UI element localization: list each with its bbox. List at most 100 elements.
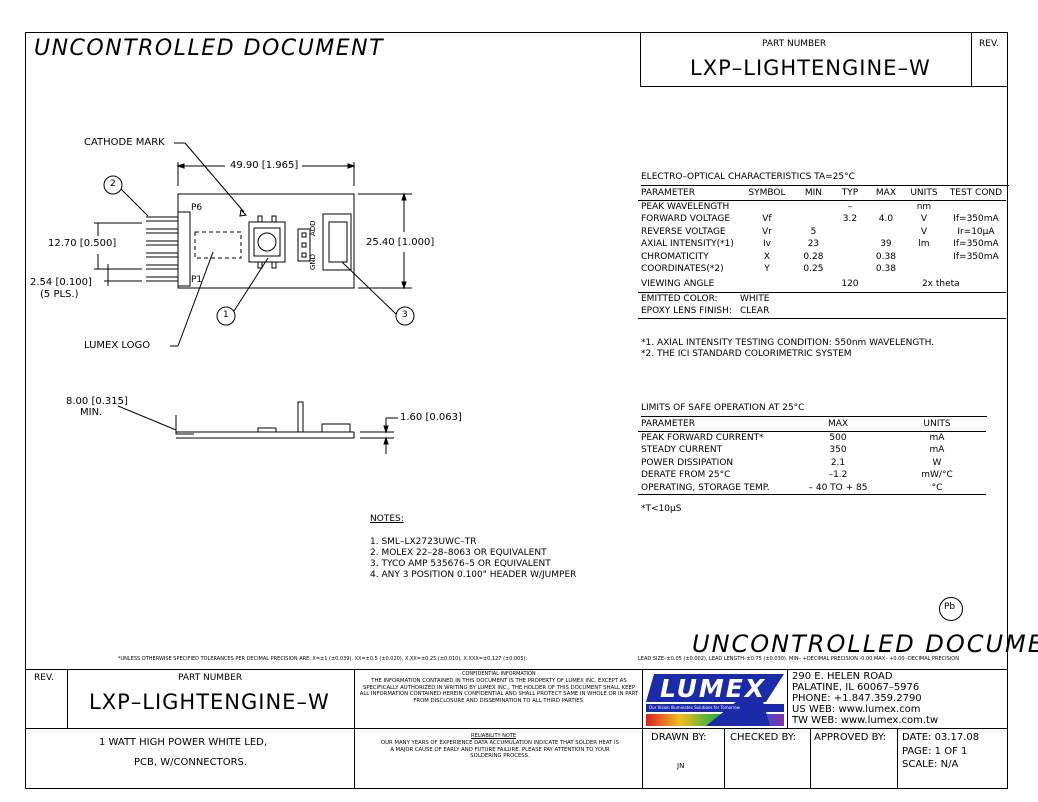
table-cell: 2.1 (830, 457, 846, 468)
limits-title: LIMITS OF SAFE OPERATION AT 25°C (641, 403, 805, 413)
table-cell: 0.38 (875, 251, 896, 262)
led-package (248, 221, 286, 263)
drawing-frame (25, 32, 1008, 789)
table-cell: 350 (829, 445, 847, 456)
lumex-logo-area (194, 231, 242, 259)
mechanical-drawing (94, 142, 415, 454)
eo-note-1: *1. AXIAL INTENSITY TESTING CONDITION: 5… (641, 338, 935, 348)
table-cell: lm (918, 239, 930, 250)
confidential-text: THE INFORMATION CONTAINED IN THIS DOCUME… (359, 678, 639, 704)
callout-1: 1 (223, 310, 229, 320)
height-dimension-left: 12.70 [0.500] (48, 238, 117, 249)
table-cell (737, 276, 797, 293)
add-label: ADD (309, 220, 317, 236)
cathode-mark-label: CATHODE MARK (84, 137, 165, 148)
p6-label: P6 (191, 203, 203, 213)
part-number-label-top: PART NUMBER (762, 39, 827, 49)
phone: PHONE: +1.847.359.2790 (792, 693, 922, 704)
height-dimension-right: 25.40 [1.000] (366, 237, 435, 248)
eo-header: UNITS (910, 188, 938, 199)
table-cell: mA (929, 445, 945, 456)
table-cell: If=350mA (953, 214, 999, 225)
drawn-by-value: JN (677, 762, 685, 770)
lumex-logo-label: LUMEX LOGO (84, 340, 151, 351)
width-dimension: 49.90 [1.965] (230, 160, 299, 171)
table-cell: CHROMATICITY (641, 251, 709, 262)
eo-header: TYP (841, 188, 859, 199)
address-line-2: PALATINE, IL 60067–5976 (792, 682, 920, 693)
p1-label: P1 (191, 275, 203, 285)
pitch-count: (5 PLS.) (40, 289, 79, 300)
table-cell: – (847, 201, 853, 212)
note-item: 2. MOLEX 22–28–8063 OR EQUIVALENT (370, 548, 547, 558)
table-cell (797, 213, 830, 226)
table-cell: VIEWING ANGLE (641, 278, 715, 289)
table-cell: 39 (880, 239, 892, 250)
table-cell: If=350mA (953, 239, 999, 250)
eo-note-2: *2. THE ICI STANDARD COLORIMETRIC SYSTEM (641, 349, 852, 359)
table-cell: AXIAL INTENSITY(*1) (641, 239, 734, 250)
eo-row: PEAK WAVELENGTH–nm (638, 200, 1006, 213)
table-cell: DERATE FROM 25°C (641, 470, 731, 481)
table-cell (902, 292, 946, 305)
gnd-label: GND (309, 253, 317, 270)
table-cell: °C (931, 482, 943, 493)
table-cell (946, 263, 1006, 276)
table-cell: UNITS (923, 419, 951, 430)
address-line-1: 290 E. HELEN ROAD (792, 671, 893, 682)
table-cell: X (763, 251, 771, 262)
header-3pos (297, 228, 311, 262)
table-cell: 500 (829, 432, 847, 443)
table-cell: OPERATING, STORAGE TEMP. (641, 482, 770, 493)
table-cell: mW/°C (921, 470, 953, 481)
table-cell: EMITTED COLOR: (641, 293, 718, 304)
uncontrolled-watermark-top: UNCONTROLLED DOCUMENT (34, 36, 385, 61)
note-item: 3. TYCO AMP 535676–5 OR EQUIVALENT (370, 559, 551, 569)
notes-title: NOTES: (370, 514, 404, 524)
tb-description-2: PCB, W/CONNECTORS. (134, 757, 248, 768)
date: DATE: 03.17.08 (902, 732, 980, 743)
table-cell: WHITE (739, 293, 770, 304)
table-cell: POWER DISSIPATION (641, 457, 734, 468)
callout-3: 3 (402, 310, 408, 320)
table-cell (797, 292, 830, 305)
table-cell (946, 292, 1006, 305)
table-cell: If=350mA (953, 251, 999, 262)
note-item: 1. SML–LX2723UWC–TR (370, 537, 477, 547)
note-item: 4. ANY 3 POSITION 0.100" HEADER W/JUMPER (370, 570, 577, 580)
table-cell (830, 251, 870, 264)
table-cell (797, 305, 830, 318)
rev-label-top: REV. (979, 39, 999, 49)
part-box-left-border (640, 32, 641, 86)
uncontrolled-watermark-bottom: UNCONTROLLED DOCUMENT (692, 630, 1038, 658)
table-cell: Iv (762, 239, 771, 250)
table-cell: V (920, 226, 928, 237)
drawn-by-label: DRAWN BY: (651, 732, 707, 743)
tb-part-number: LXP–LIGHTENGINE–W (89, 690, 330, 714)
thickness-dimension: 1.60 [0.063] (400, 412, 462, 423)
tolerance-text: *UNLESS OTHERWISE SPECIFIED TOLERANCES P… (118, 656, 528, 662)
table-cell: 4.0 (878, 214, 894, 225)
pb-free-icon (939, 597, 963, 621)
us-web: US WEB: www.lumex.com (792, 704, 921, 715)
table-cell (902, 263, 946, 276)
page-number: PAGE: 1 OF 1 (902, 746, 968, 757)
table-cell: COORDINATES(*2) (641, 264, 724, 275)
table-cell: FORWARD VOLTAGE (641, 214, 731, 225)
tb-description-1: 1 WATT HIGH POWER WHITE LED, (99, 737, 268, 748)
lead-tolerance-text: LEAD SIZE–±0.05 (±0.002), LEAD LENGTH–±0… (638, 656, 959, 662)
table-cell: PEAK FORWARD CURRENT* (641, 432, 764, 443)
reliability-text: OUR MANY YEARS OF EXPERIENCE DATA ACCUMU… (381, 740, 619, 760)
pb-free-label: Pb (944, 602, 956, 612)
table-cell: nm (916, 201, 932, 212)
